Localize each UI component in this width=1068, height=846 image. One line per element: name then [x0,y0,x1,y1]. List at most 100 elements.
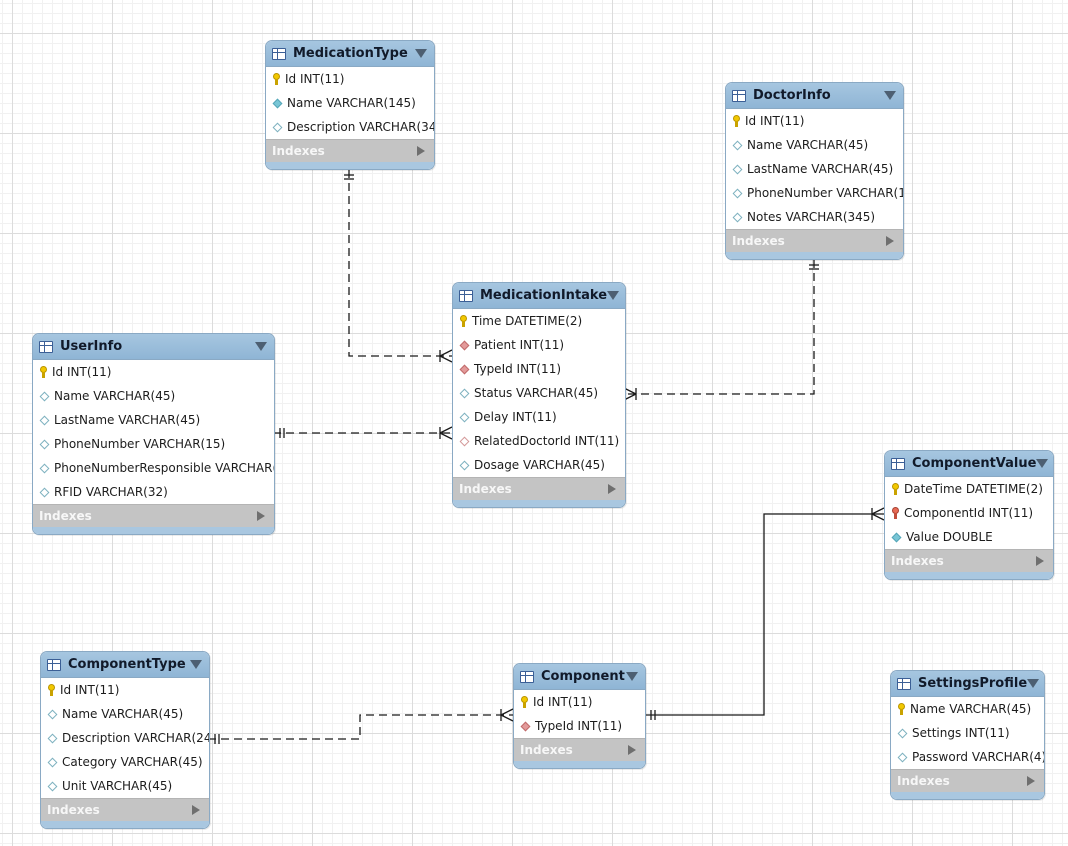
column-row[interactable]: PhoneNumberResponsible VARCHAR(15) [33,456,274,480]
entity-header[interactable]: MedicationType [266,41,434,67]
column-row[interactable]: RFID VARCHAR(32) [33,480,274,504]
column-label: Name VARCHAR(45) [54,389,176,403]
column-row[interactable]: Unit VARCHAR(45) [41,774,209,798]
column-row[interactable]: Id INT(11) [41,678,209,702]
indexes-section[interactable]: Indexes [453,477,625,500]
column-row[interactable]: Name VARCHAR(45) [726,133,903,157]
column-row[interactable]: DateTime DATETIME(2) [885,477,1053,501]
entity-title: SettingsProfile [918,676,1028,691]
expand-arrow-icon[interactable] [608,484,616,494]
indexes-section[interactable]: Indexes [266,139,434,162]
column-label: Settings INT(11) [912,726,1010,740]
column-nullable-icon [272,122,283,132]
expand-arrow-icon[interactable] [628,745,636,755]
column-row[interactable]: Dosage VARCHAR(45) [453,453,625,477]
column-label: Id INT(11) [745,114,805,128]
entity-componenttype[interactable]: ComponentType Id INT(11)Name VARCHAR(45)D… [40,651,210,829]
column-row[interactable]: Name VARCHAR(45) [891,697,1044,721]
column-row[interactable]: Time DATETIME(2) [453,309,625,333]
column-label: Delay INT(11) [474,410,557,424]
column-row[interactable]: Name VARCHAR(145) [266,91,434,115]
entity-header[interactable]: MedicationIntake [453,283,625,309]
column-row[interactable]: Settings INT(11) [891,721,1044,745]
column-row[interactable]: Name VARCHAR(45) [41,702,209,726]
indexes-section[interactable]: Indexes [33,504,274,527]
entity-header[interactable]: ComponentValue [885,451,1053,477]
indexes-section[interactable]: Indexes [891,769,1044,792]
expand-arrow-icon[interactable] [192,805,200,815]
indexes-label: Indexes [459,482,512,496]
indexes-label: Indexes [891,554,944,568]
collapse-toggle-icon[interactable] [626,672,638,681]
column-row[interactable]: Notes VARCHAR(345) [726,205,903,229]
column-nullable-icon [897,752,908,762]
indexes-section[interactable]: Indexes [726,229,903,252]
entity-header[interactable]: SettingsProfile [891,671,1044,697]
column-label: Category VARCHAR(45) [62,755,203,769]
collapse-toggle-icon[interactable] [255,342,267,351]
entity-footer [885,572,1053,579]
column-row[interactable]: ComponentId INT(11) [885,501,1053,525]
foreign-primary-key-icon [892,507,900,519]
primary-key-icon [733,115,741,127]
column-row[interactable]: PhoneNumber VARCHAR(15) [33,432,274,456]
expand-arrow-icon[interactable] [886,236,894,246]
primary-key-icon [460,315,468,327]
column-label: PhoneNumber VARCHAR(15) [747,186,904,200]
collapse-toggle-icon[interactable] [607,291,620,300]
entity-doctorinfo[interactable]: DoctorInfo Id INT(11) Name VARCHAR(45)Last… [725,82,904,260]
column-row[interactable]: TypeId INT(11) [453,357,625,381]
collapse-toggle-icon[interactable] [1036,459,1049,468]
entity-header[interactable]: ComponentType [41,652,209,678]
column-row[interactable]: TypeId INT(11) [514,714,645,738]
column-row[interactable]: Name VARCHAR(45) [33,384,274,408]
collapse-toggle-icon[interactable] [415,49,427,58]
foreign-key-icon [459,340,470,350]
entity-header[interactable]: DoctorInfo [726,83,903,109]
column-row[interactable]: LastName VARCHAR(45) [33,408,274,432]
column-row[interactable]: Password VARCHAR(4) [891,745,1044,769]
entity-header[interactable]: UserInfo [33,334,274,360]
entity-header[interactable]: Component [514,664,645,690]
indexes-section[interactable]: Indexes [514,738,645,761]
entity-title: ComponentType [68,657,186,672]
column-row[interactable]: Patient INT(11) [453,333,625,357]
column-row[interactable]: Id INT(11) [266,67,434,91]
expand-arrow-icon[interactable] [417,146,425,156]
indexes-section[interactable]: Indexes [41,798,209,821]
column-row[interactable]: Category VARCHAR(45) [41,750,209,774]
expand-arrow-icon[interactable] [1027,776,1035,786]
indexes-section[interactable]: Indexes [885,549,1053,572]
column-row[interactable]: Id INT(11) [726,109,903,133]
relationship-line [208,714,513,740]
column-nullable-icon [732,188,743,198]
entity-footer [33,527,274,534]
column-row[interactable]: Status VARCHAR(45) [453,381,625,405]
column-row[interactable]: Value DOUBLE [885,525,1053,549]
collapse-toggle-icon[interactable] [1027,679,1040,688]
column-row[interactable]: PhoneNumber VARCHAR(15) [726,181,903,205]
column-row[interactable]: Description VARCHAR(245) [41,726,209,750]
column-row[interactable]: Id INT(11) [514,690,645,714]
column-row[interactable]: Delay INT(11) [453,405,625,429]
column-row[interactable]: LastName VARCHAR(45) [726,157,903,181]
column-row[interactable]: Description VARCHAR(345) [266,115,434,139]
column-label: Unit VARCHAR(45) [62,779,173,793]
collapse-toggle-icon[interactable] [190,660,202,669]
column-label: DateTime DATETIME(2) [904,482,1043,496]
expand-arrow-icon[interactable] [1036,556,1044,566]
many-cardinality-mark [439,426,453,434]
column-row[interactable]: RelatedDoctorId INT(11) [453,429,625,453]
relationship-line [644,513,884,716]
expand-arrow-icon[interactable] [257,511,265,521]
collapse-toggle-icon[interactable] [884,91,896,100]
entity-title: ComponentValue [912,456,1037,471]
column-row[interactable]: Id INT(11) [33,360,274,384]
